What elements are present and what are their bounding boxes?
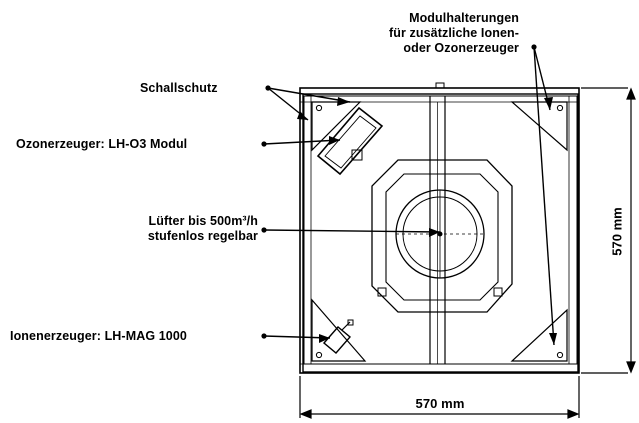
width-dimension [299, 376, 580, 419]
width-dimension-label: 570 mm [415, 396, 465, 411]
ozonerzeuger-label: Ozonerzeuger: LH-O3 Modul [16, 137, 188, 151]
ionenerzeuger-label: Ionenerzeuger: LH-MAG 1000 [10, 329, 187, 343]
ion-module [323, 319, 354, 354]
corner-screws [315, 104, 564, 359]
schallschutz-label: Schallschutz [140, 81, 218, 95]
modulhalterungen-label: Modulhalterungen für zusätzliche Ionen- … [330, 11, 519, 56]
housing [299, 82, 580, 374]
modulhalterungen-line-1: Modulhalterungen [409, 11, 519, 25]
modulhalterungen-line-2: für zusätzliche Ionen- [389, 26, 519, 40]
leader-dots [261, 44, 537, 339]
leader-arrowheads [297, 97, 557, 345]
ozone-module [316, 106, 384, 176]
luefter-label: Lüfter bis 500m³/h stufenlos regelbar [108, 214, 258, 244]
luefter-line-1: Lüfter bis 500m³/h [148, 214, 258, 228]
fan-assembly [371, 159, 513, 313]
modulhalterungen-line-3: oder Ozonerzeuger [403, 41, 519, 55]
height-dimension-label: 570 mm [609, 207, 625, 256]
luefter-line-2: stufenlos regelbar [147, 229, 258, 243]
height-dimension [581, 87, 636, 374]
